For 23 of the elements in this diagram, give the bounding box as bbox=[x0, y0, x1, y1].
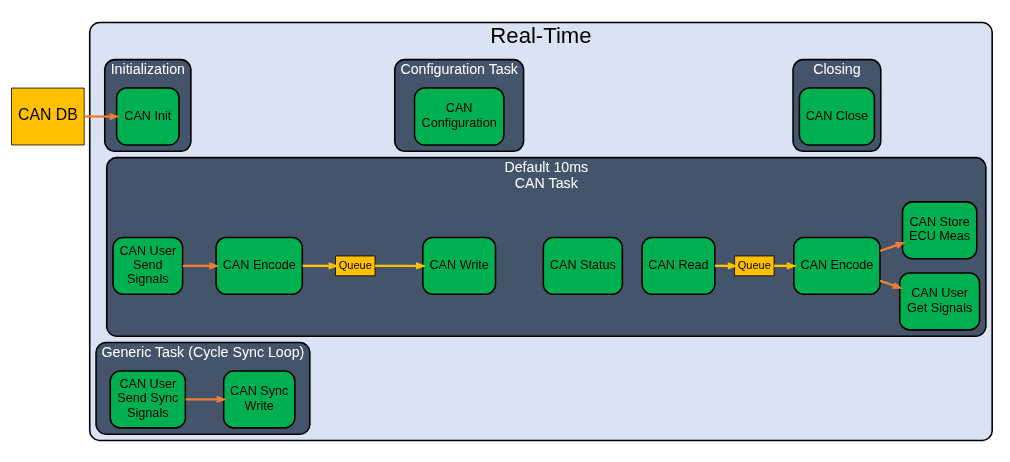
node-box: CAN Encode bbox=[793, 236, 881, 295]
node-box: CAN User Send Sync Signals bbox=[109, 369, 187, 429]
node-box: CAN Close bbox=[798, 86, 876, 146]
node-box: CAN Read bbox=[641, 236, 716, 295]
node-box: CAN User Get Signals bbox=[898, 271, 981, 331]
arrow bbox=[879, 241, 906, 252]
node-box: CAN Status bbox=[542, 236, 624, 295]
arrow bbox=[84, 112, 120, 120]
node-box: CAN DB bbox=[11, 87, 85, 145]
arrow bbox=[302, 261, 339, 269]
node-box: Queue bbox=[734, 255, 775, 276]
node-box: CAN Write bbox=[422, 236, 497, 295]
node-box: CAN User Send Signals bbox=[112, 236, 184, 295]
node-box: CAN Sync Write bbox=[222, 369, 296, 429]
arrow bbox=[185, 395, 227, 403]
node-box: CAN Init bbox=[115, 86, 180, 146]
node-box: CAN Configuration bbox=[413, 86, 505, 146]
arrow bbox=[879, 279, 903, 289]
node-box: CAN Encode bbox=[215, 236, 304, 295]
node-box: CAN Store ECU Meas bbox=[901, 200, 978, 260]
node-box: Queue bbox=[335, 255, 376, 276]
arrow bbox=[182, 261, 220, 269]
arrow bbox=[375, 261, 427, 269]
